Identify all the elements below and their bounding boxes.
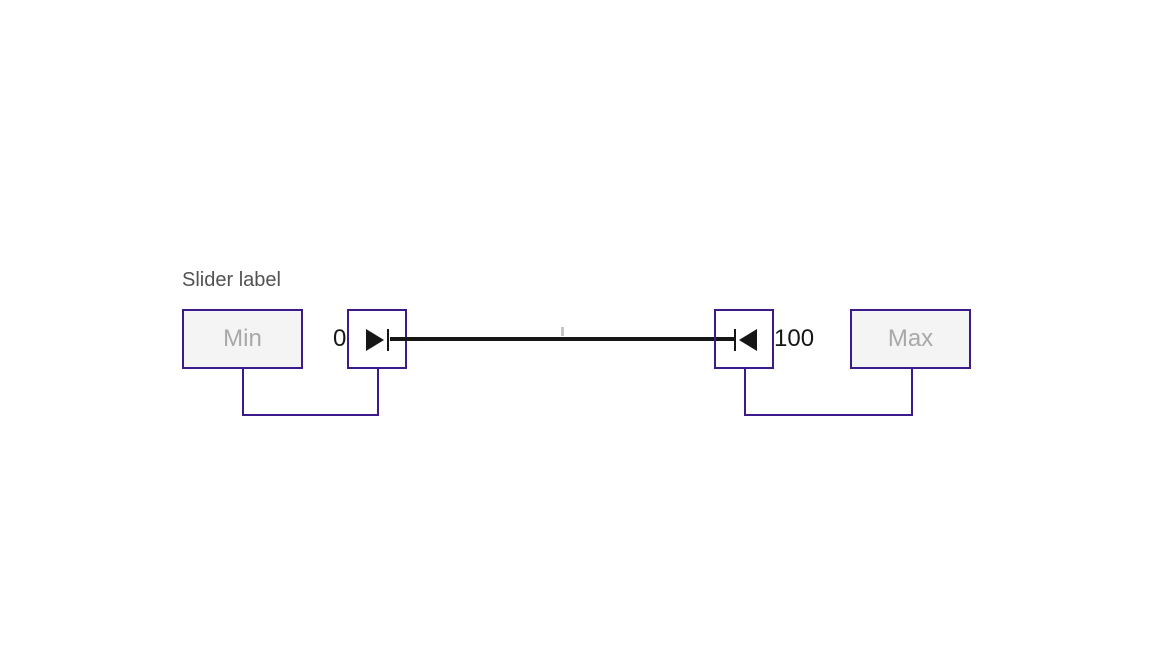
slider-tick-mark xyxy=(561,327,564,336)
range-end-label: 100 xyxy=(774,325,815,352)
min-input-placeholder: Min xyxy=(223,325,262,352)
range-start-label: 0 xyxy=(333,325,347,352)
slider-label: Slider label xyxy=(182,269,281,291)
slider-track[interactable] xyxy=(390,337,734,341)
lower-handle-icon[interactable] xyxy=(363,326,391,354)
min-connector-line xyxy=(242,369,379,416)
max-input-placeholder: Max xyxy=(887,325,934,352)
upper-handle-icon[interactable] xyxy=(732,326,760,354)
min-input[interactable]: Min xyxy=(182,309,303,369)
upper-handle-highlight xyxy=(714,309,774,369)
max-connector-line xyxy=(744,369,913,416)
max-input[interactable]: Max xyxy=(850,309,971,369)
